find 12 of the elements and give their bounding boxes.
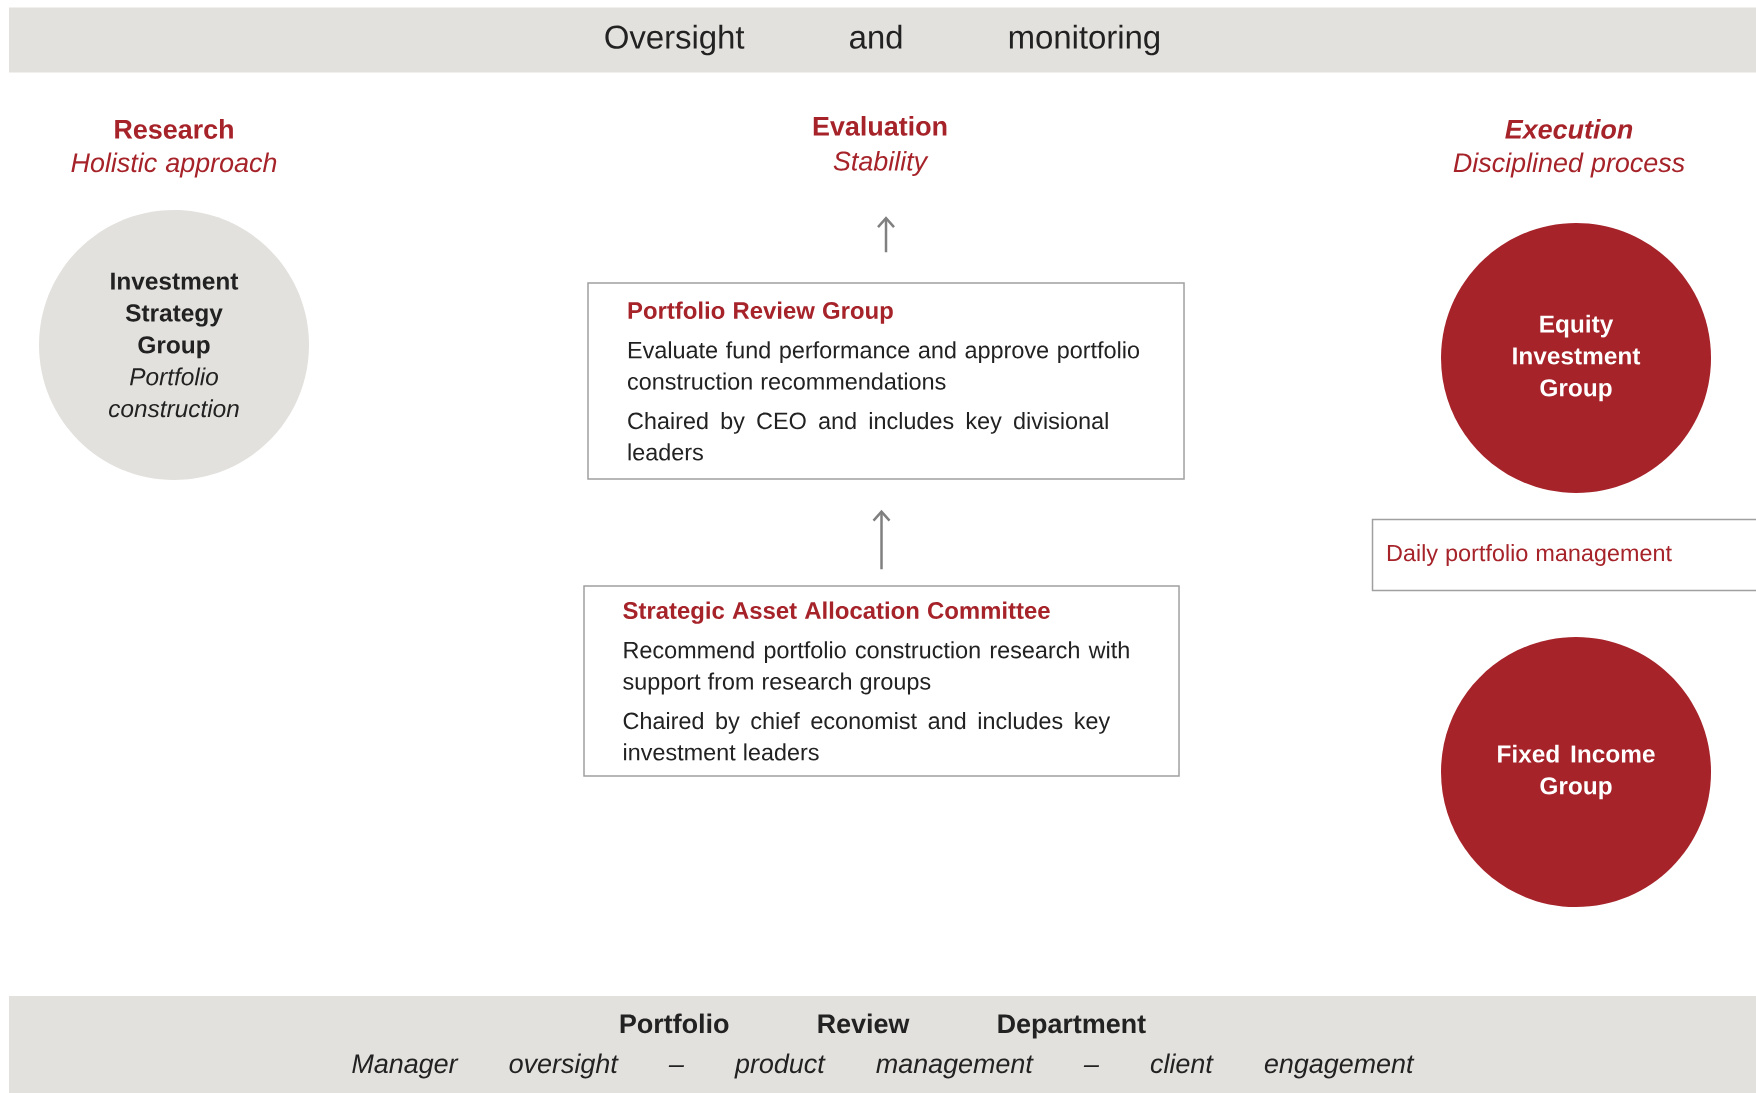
label-box: Daily portfolio management bbox=[1371, 518, 1756, 592]
column-heading: Evaluation Stability bbox=[813, 116, 947, 176]
column-heading: Research bbox=[115, 119, 233, 139]
title-band: Portfolio Review Department Manager oversight – product management – client engagement bbox=[9, 996, 1756, 1093]
arrow bbox=[877, 216, 895, 253]
arrow bbox=[872, 509, 891, 570]
committee-box: Strategic Asset Allocation Committee Recommend portfolio construction research with support from research groups Chaired by chief economist and includes key investment leaders bbox=[583, 585, 1180, 777]
column-subtitle: Disciplined process bbox=[1453, 152, 1685, 178]
committee-box: Portfolio Review Group Evaluate fund performance and approve portfolio construction recommendations Chaired by CEO and includes key divisional leaders bbox=[587, 282, 1185, 480]
column-subtitle: Holistic approach bbox=[71, 152, 277, 178]
column-heading: Execution bbox=[1505, 119, 1633, 139]
title-band: Oversight and monitoring bbox=[9, 7, 1756, 73]
